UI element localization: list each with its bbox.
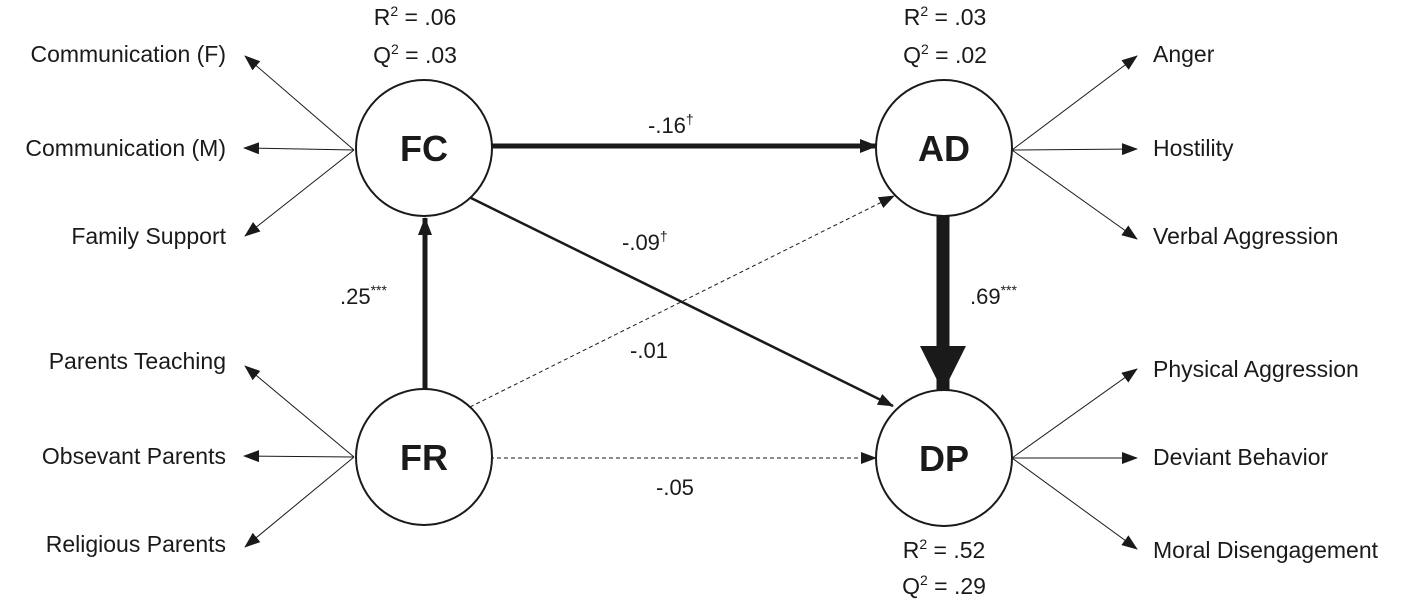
indicator-anger: Anger [1153,41,1215,67]
stat-fc-q2: Q2 = .03 [373,41,457,68]
indicator-communication-f: Communication (F) [30,41,226,67]
stats-fc: R2 = .06 Q2 = .03 [373,3,457,68]
arrow-fc-family-support [244,149,355,237]
arrow-ad-hostility [1011,143,1138,156]
indicator-parents-teaching: Parents Teaching [49,348,226,374]
node-fr: FR [355,388,493,526]
node-ad-label: AD [918,128,970,169]
arrow-ad-verbal-aggression [1011,149,1138,240]
coef-fc-ad: -.16† [648,111,694,138]
coef-fr-ad: -.01 [630,338,668,363]
coef-fc-dp: -.09† [622,228,668,255]
arrow-dp-physical-aggression [1011,368,1138,459]
indicator-family-support: Family Support [71,223,226,249]
node-dp-label: DP [919,438,969,479]
coef-fr-dp: -.05 [656,475,694,500]
stat-dp-q2: Q2 = .29 [902,572,986,599]
arrow-fr-obsevant-parents [243,450,355,463]
coef-ad-dp: .69*** [970,282,1017,309]
indicator-obsevant-parents: Obsevant Parents [42,443,226,469]
indicator-physical-aggression: Physical Aggression [1153,356,1359,382]
stat-ad-q2: Q2 = .02 [903,41,987,68]
path-fc-to-dp [468,195,894,408]
arrow-fr-parents-teaching [244,365,355,458]
coef-fr-fc: .25*** [340,282,387,309]
dp-indicator-arrows [1011,368,1138,550]
indicator-communication-m: Communication (M) [25,135,226,161]
stats-ad: R2 = .03 Q2 = .02 [903,3,987,68]
fr-indicator-arrows [243,365,355,548]
node-fc: FC [355,79,493,217]
indicator-religious-parents: Religious Parents [46,531,226,557]
node-fc-label: FC [400,128,448,169]
stats-dp: R2 = .52 Q2 = .29 [902,536,986,599]
arrow-dp-moral-disengagement [1011,457,1138,550]
arrow-fc-communication-f [244,55,355,151]
fc-indicator-arrows [243,55,355,237]
ad-indicator-arrows [1011,55,1138,240]
arrow-fr-religious-parents [244,456,355,548]
node-dp: DP [875,389,1013,527]
indicator-hostility: Hostility [1153,135,1234,161]
node-ad: AD [875,79,1013,217]
stat-fc-r2: R2 = .06 [374,3,457,30]
path-fr-to-ad [469,195,895,408]
indicator-verbal-aggression: Verbal Aggression [1153,223,1338,249]
stat-dp-r2: R2 = .52 [903,536,986,563]
indicator-deviant-behavior: Deviant Behavior [1153,444,1328,470]
arrow-ad-anger [1011,55,1138,151]
stat-ad-r2: R2 = .03 [904,3,987,30]
node-fr-label: FR [400,437,448,478]
arrow-fc-communication-m [243,142,355,155]
indicator-moral-disengagement: Moral Disengagement [1153,537,1379,563]
